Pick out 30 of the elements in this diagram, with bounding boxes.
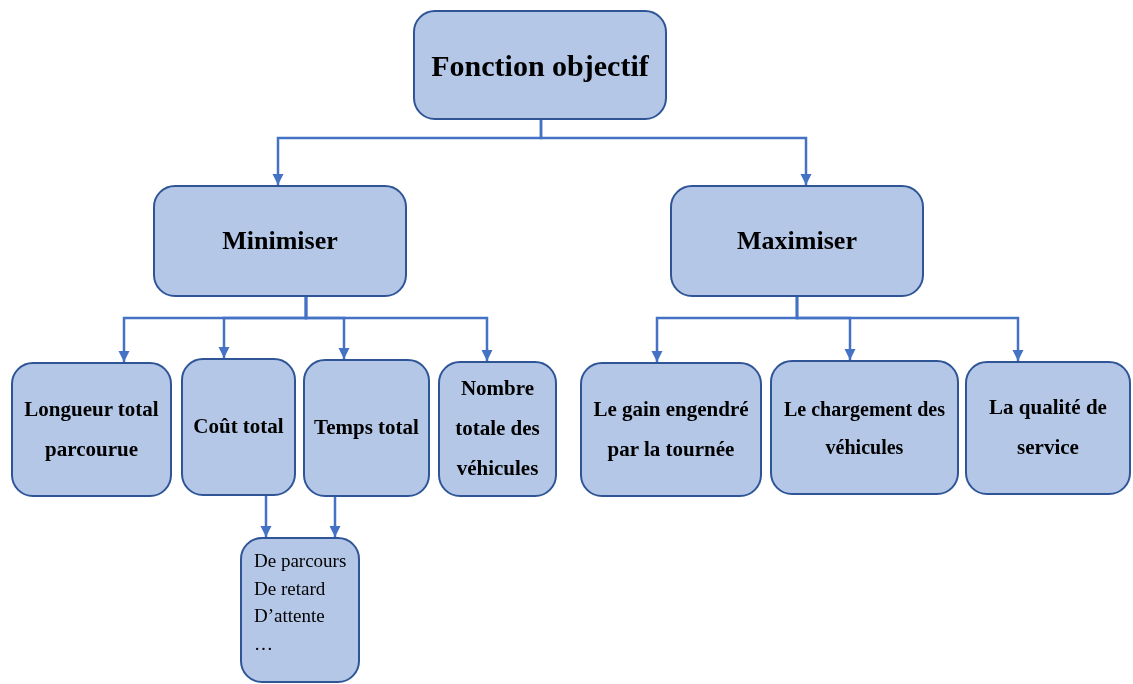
rounded-box <box>413 10 667 120</box>
title-text: Fonction objectif <box>431 47 649 84</box>
box-label: Longueur total parcourue <box>23 395 160 463</box>
rounded-box <box>181 358 296 496</box>
connector-arrow <box>329 497 341 537</box>
box-label: La qualité de service <box>988 394 1108 461</box>
box-label: Nombre totale des véhicules <box>454 375 541 482</box>
connector-arrow <box>539 120 812 185</box>
rounded-box <box>303 359 430 497</box>
box-label: De parcours <box>254 549 347 573</box>
connector-arrow <box>260 496 272 537</box>
box-label: De retard <box>254 576 326 601</box>
box-label: Minimiser <box>222 225 338 258</box>
box-label: Coût total <box>193 413 284 441</box>
box-label: Le chargement des véhicules <box>782 396 947 460</box>
box-label: Le gain engendré par la tournée <box>592 395 750 463</box>
box-label: Temps total <box>314 414 419 442</box>
box-label: … <box>254 631 273 656</box>
rounded-box <box>965 361 1131 495</box>
rounded-box <box>670 185 924 297</box>
rounded-box <box>770 360 959 495</box>
rounded-box <box>580 362 762 497</box>
rounded-box <box>11 362 172 497</box>
rounded-box <box>240 537 360 683</box>
box-label: Maximiser <box>737 225 857 258</box>
connector-arrow <box>795 297 1024 361</box>
box-label: D’attente <box>254 604 325 629</box>
connector-arrow <box>304 297 493 361</box>
rounded-box <box>438 361 557 497</box>
rounded-box <box>153 185 407 297</box>
